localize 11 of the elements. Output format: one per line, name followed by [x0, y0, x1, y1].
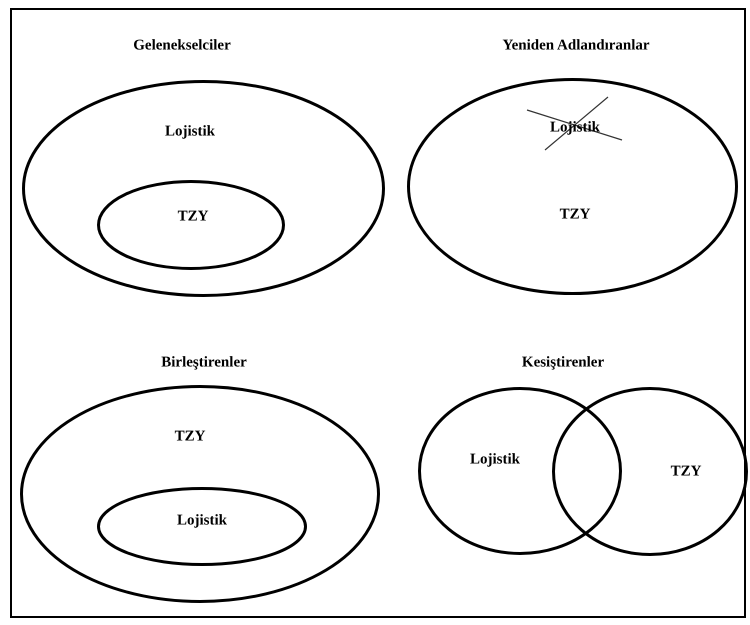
set-label: Lojistik: [165, 124, 215, 140]
set-label: TZY: [174, 428, 206, 446]
set-label: TZY: [560, 206, 590, 224]
set-label: TZY: [178, 208, 208, 226]
panel-heading: Gelenekselciler: [133, 38, 231, 54]
set-label: TZY: [670, 464, 702, 480]
set-label: Lojistik: [177, 512, 227, 530]
panel-heading: Yeniden Adlandıranlar: [502, 38, 650, 54]
set-label: Lojistik: [470, 452, 520, 468]
panel-heading: Birleştirenler: [161, 354, 247, 372]
panel-heading: Kesiştirenler: [522, 354, 604, 372]
